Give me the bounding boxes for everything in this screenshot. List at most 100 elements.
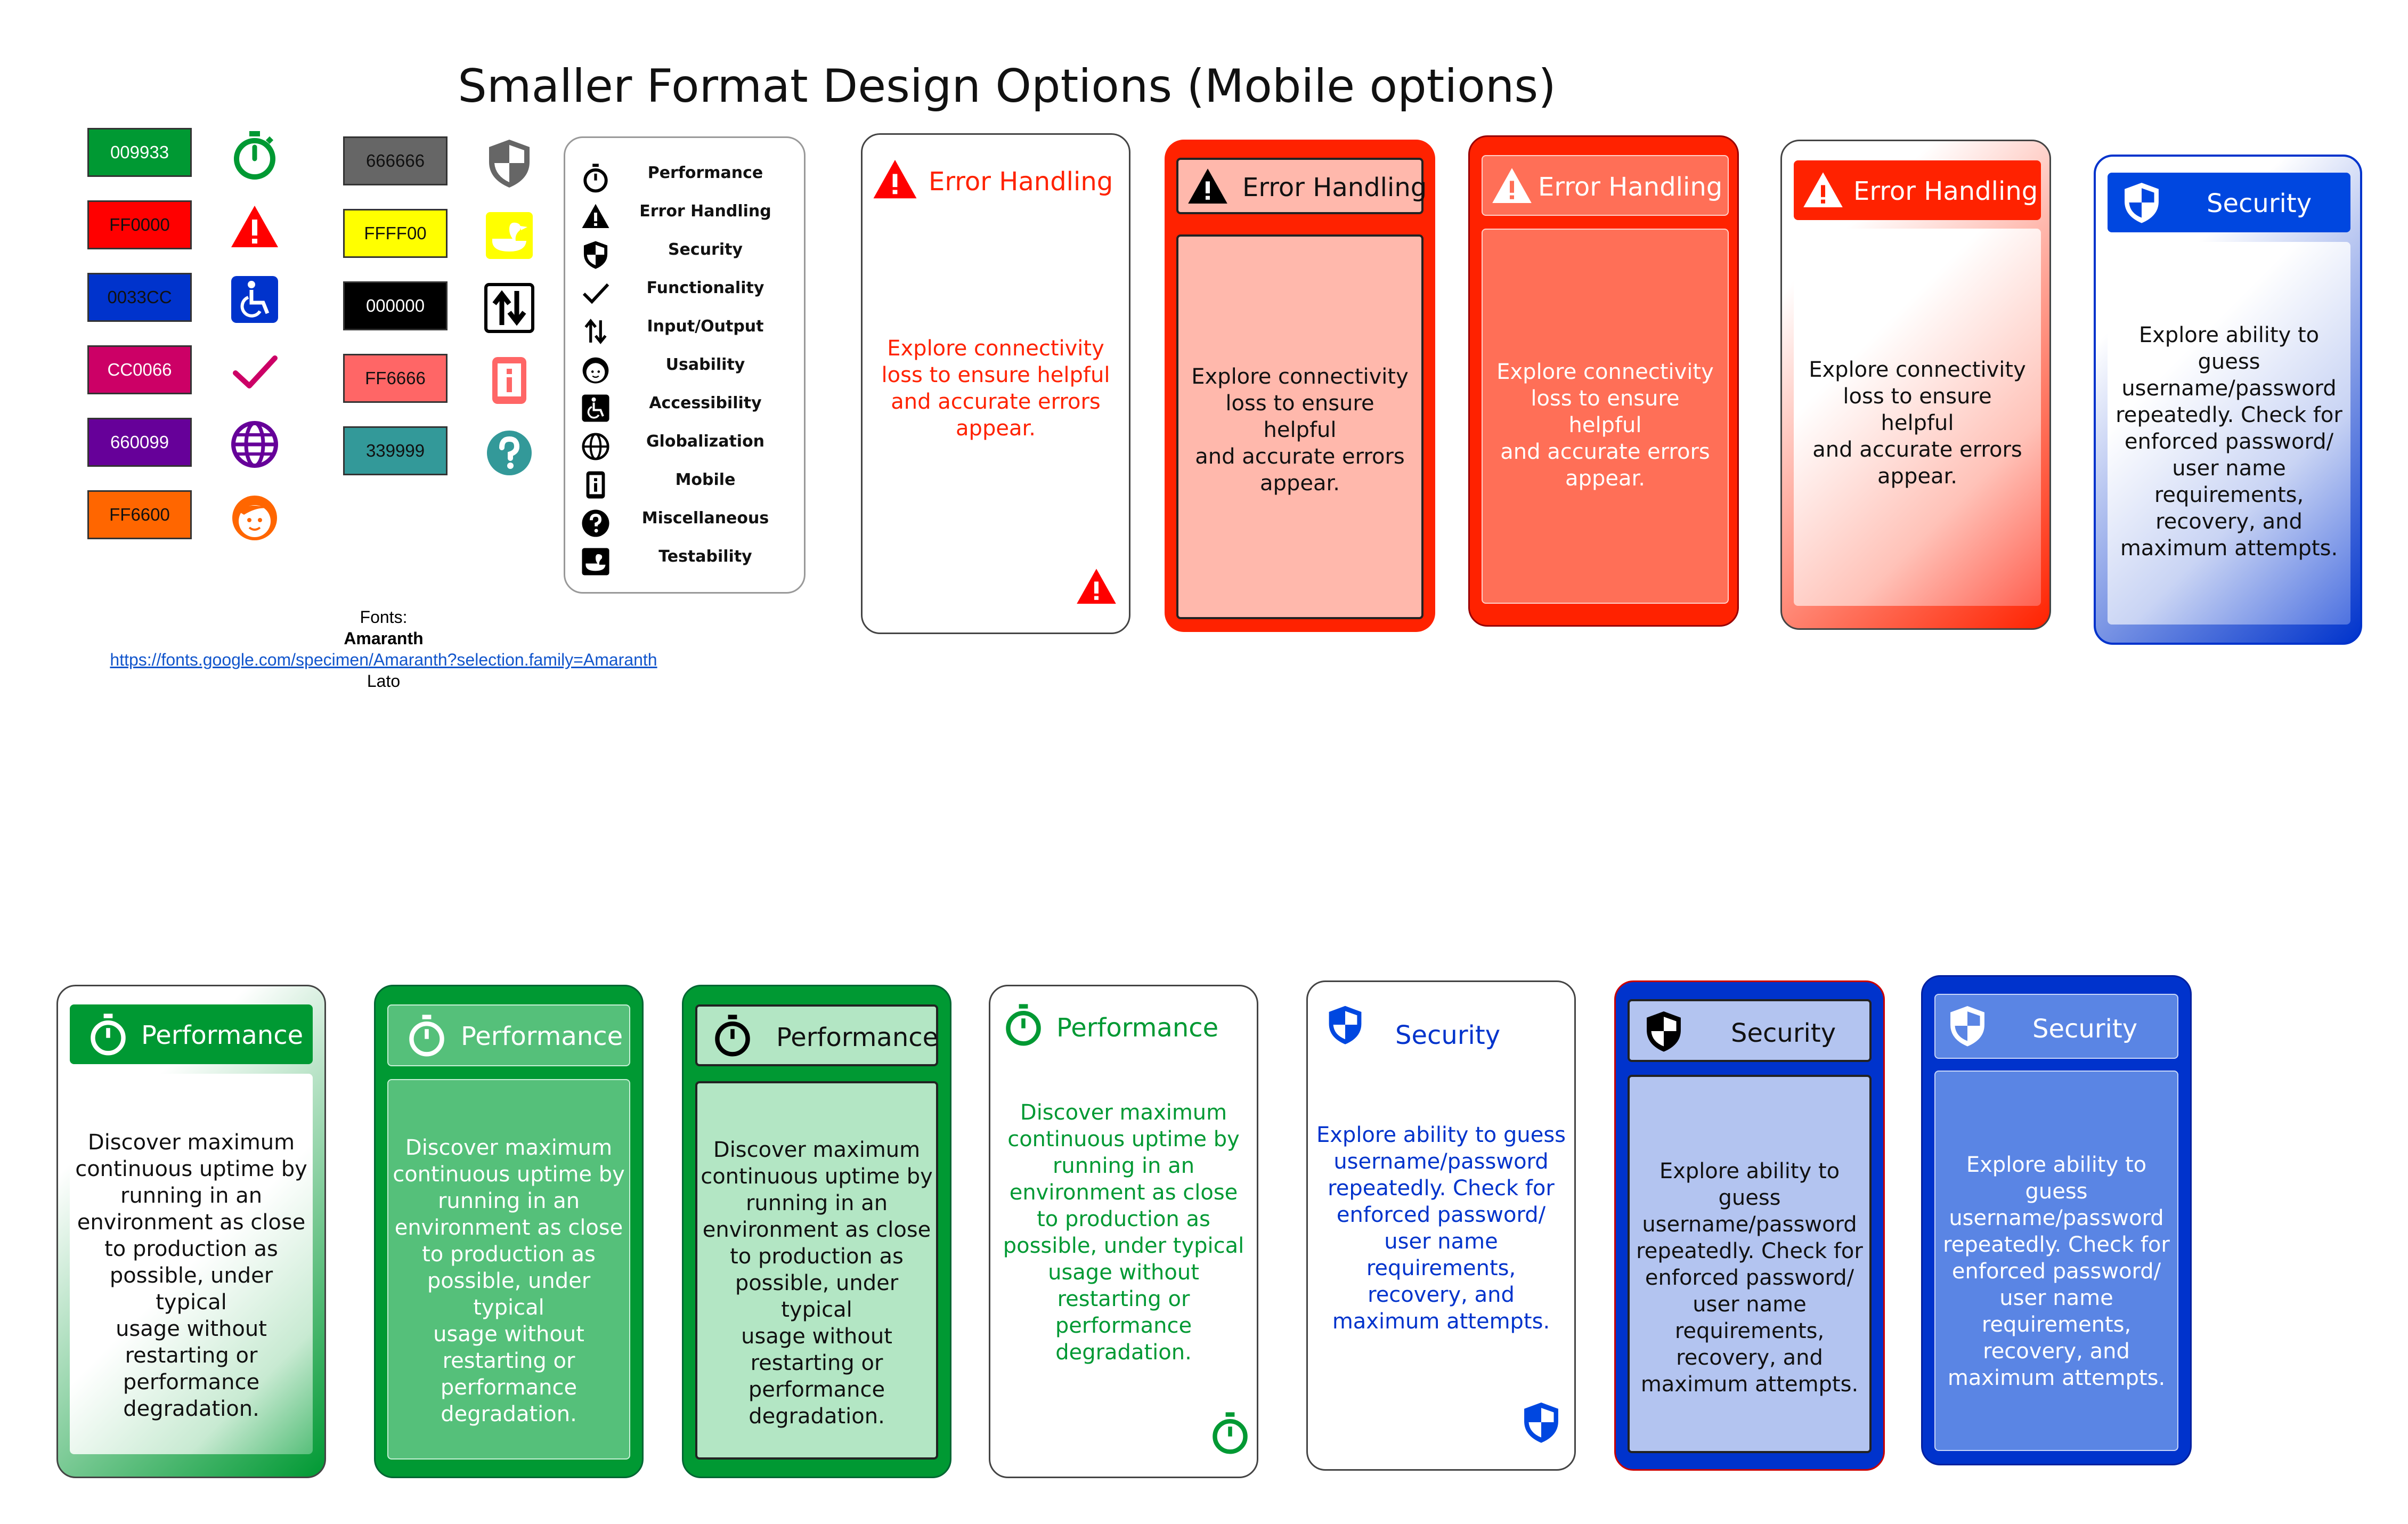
card-header: Performance: [695, 1004, 938, 1066]
mobile-icon: [483, 354, 536, 407]
checkmark-icon: [582, 283, 609, 304]
fonts-label: Fonts:: [360, 607, 408, 627]
card-header: Error Handling: [1482, 155, 1729, 216]
arrows-icon: [483, 281, 536, 335]
card-title: Error Handling: [1538, 172, 1723, 202]
checkmark-icon: [228, 345, 281, 399]
legend-item-miscellaneous: Miscellaneous: [580, 505, 793, 538]
question-icon: [483, 426, 536, 480]
warning-icon: [1188, 168, 1227, 204]
warning-icon: [582, 204, 609, 229]
warning-icon: [1492, 168, 1532, 203]
arrows-icon: [584, 319, 607, 344]
swatch-ff6666: FF6666: [343, 354, 448, 403]
face-icon: [228, 490, 281, 544]
stopwatch-icon: [583, 164, 608, 193]
legend-item-usability: Usability: [580, 351, 793, 384]
shield-icon: [583, 241, 608, 269]
card-header: Error Handling: [1176, 158, 1427, 214]
swatch-ff0000: FF0000: [87, 200, 192, 249]
mobile-icon: [586, 471, 605, 499]
duck-icon: [582, 548, 609, 575]
stopwatch-icon: [715, 1015, 750, 1057]
card-header: Performance: [70, 1004, 313, 1064]
card-header: Error Handling: [1794, 160, 2041, 220]
stopwatch-icon: [228, 128, 281, 181]
warning-icon: [1077, 569, 1116, 604]
swatch-ffff00: FFFF00: [343, 209, 448, 258]
card-header: Security: [2108, 173, 2350, 232]
card-title: Performance: [776, 1023, 939, 1052]
swatch-cc0066: CC0066: [87, 345, 192, 394]
warning-icon: [228, 200, 281, 254]
shield-icon: [483, 136, 536, 190]
card-header: Security: [1934, 994, 2178, 1059]
font-link[interactable]: https://fonts.google.com/specimen/Amaran…: [110, 650, 657, 669]
shield-icon: [1524, 1403, 1558, 1443]
card-header: Security: [1628, 999, 1872, 1062]
card-title: Security: [2207, 189, 2312, 218]
legend-item-performance: Performance: [580, 159, 793, 193]
legend-item-input-output: Input/Output: [580, 313, 793, 346]
swatch-339999: 339999: [343, 426, 448, 475]
stopwatch-icon: [409, 1015, 444, 1057]
stopwatch-icon: [1006, 1004, 1041, 1046]
card-title: Error Handling: [1242, 173, 1427, 202]
shield-icon: [1647, 1011, 1681, 1052]
swatch-ff6600: FF6600: [87, 490, 192, 539]
legend-item-globalization: Globalization: [580, 428, 793, 461]
legend-item-functionality: Functionality: [580, 274, 793, 307]
swatch-666666: 666666: [343, 136, 448, 185]
card-title: Performance: [1056, 1013, 1219, 1043]
globe-icon: [228, 418, 281, 471]
question-icon: [582, 509, 609, 537]
warning-icon: [1803, 172, 1843, 207]
legend-item-mobile: Mobile: [580, 466, 793, 499]
card-title: Security: [1395, 1020, 1501, 1050]
face-icon: [582, 357, 609, 384]
category-legend: Performance Error Handling Security Func…: [564, 136, 806, 594]
card-title: Security: [2032, 1014, 2138, 1044]
wheelchair-icon: [582, 394, 609, 422]
shield-icon: [1950, 1006, 1984, 1047]
swatch-660099: 660099: [87, 418, 192, 467]
legend-item-error-handling: Error Handling: [580, 198, 793, 231]
duck-icon: [483, 209, 536, 262]
card-title: Security: [1731, 1018, 1836, 1048]
legend-item-accessibility: Accessibility: [580, 390, 793, 423]
card-title: Performance: [461, 1022, 623, 1051]
globe-icon: [582, 433, 609, 460]
page-title: Smaller Format Design Options (Mobile op…: [458, 60, 1556, 113]
shield-icon: [1329, 1006, 1362, 1044]
card-title: Performance: [141, 1020, 304, 1050]
card-title: Error Handling: [929, 167, 1113, 197]
stopwatch-icon: [1213, 1412, 1248, 1454]
